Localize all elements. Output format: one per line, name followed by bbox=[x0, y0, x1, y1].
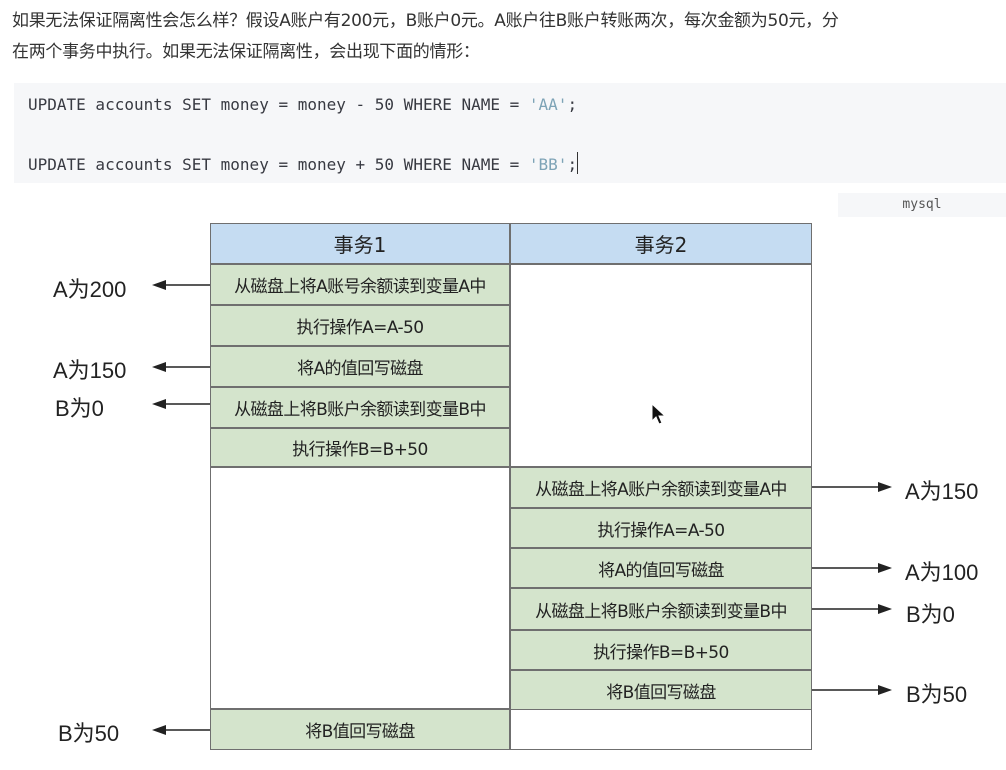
code-line-1: UPDATE accounts SET money = money - 50 W… bbox=[28, 95, 577, 114]
code-text: UPDATE accounts SET money = money - 50 W… bbox=[28, 95, 529, 114]
t1-step-compute-b: 执行操作B=B+50 bbox=[210, 428, 510, 467]
right-note-a-100: A为100 bbox=[905, 560, 979, 585]
text-cursor bbox=[577, 152, 579, 174]
code-block[interactable]: UPDATE accounts SET money = money - 50 W… bbox=[14, 83, 1006, 183]
arrow-left-icon bbox=[152, 725, 210, 735]
t2-step-compute-b: 执行操作B=B+50 bbox=[510, 630, 812, 670]
left-note-a-200: A为200 bbox=[53, 277, 127, 302]
code-line-2: UPDATE accounts SET money = money + 50 W… bbox=[28, 152, 579, 174]
left-note-b-50: B为50 bbox=[58, 721, 120, 746]
code-string: 'AA' bbox=[528, 95, 568, 114]
transaction-2-header: 事务2 bbox=[510, 223, 812, 264]
t1-step-write-a: 将A的值回写磁盘 bbox=[210, 346, 510, 387]
arrow-right-icon bbox=[812, 604, 892, 614]
arrow-right-icon bbox=[812, 685, 892, 695]
t1-step-read-a: 从磁盘上将A账号余额读到变量A中 bbox=[210, 264, 510, 305]
arrow-left-icon bbox=[152, 280, 210, 290]
left-note-a-150: A为150 bbox=[53, 358, 127, 383]
t2-step-write-a: 将A的值回写磁盘 bbox=[510, 548, 812, 588]
t1-step-compute-a: 执行操作A=A-50 bbox=[210, 305, 510, 346]
t2-idle-block bbox=[510, 264, 812, 467]
t1-step-write-b: 将B值回写磁盘 bbox=[210, 709, 510, 750]
t2-step-compute-a: 执行操作A=A-50 bbox=[510, 508, 812, 548]
code-language-label: mysql bbox=[838, 193, 1006, 217]
t1-idle-block bbox=[210, 467, 510, 709]
t2-step-read-b: 从磁盘上将B账户余额读到变量B中 bbox=[510, 588, 812, 630]
t2-empty-block bbox=[510, 709, 812, 750]
arrow-left-icon bbox=[152, 399, 210, 409]
code-string: 'BB' bbox=[528, 155, 568, 174]
left-note-b-0: B为0 bbox=[55, 396, 104, 421]
t2-step-read-a: 从磁盘上将A账户余额读到变量A中 bbox=[510, 467, 812, 508]
code-terminator: ; bbox=[567, 155, 578, 174]
transaction-1-header: 事务1 bbox=[210, 223, 510, 264]
arrow-left-icon bbox=[152, 362, 210, 372]
arrow-right-icon bbox=[812, 482, 892, 492]
paragraph-line-2: 在两个事务中执行。如果无法保证隔离性，会出现下面的情形： bbox=[12, 42, 480, 62]
article-paragraph: 如果无法保证隔离性会怎么样？假设A账户有200元，B账户0元。A账户往B账户转账… bbox=[12, 6, 1006, 68]
right-note-b-0: B为0 bbox=[906, 602, 955, 627]
arrow-right-icon bbox=[812, 563, 892, 573]
t1-step-read-b: 从磁盘上将B账户余额读到变量B中 bbox=[210, 387, 510, 428]
code-terminator: ; bbox=[567, 95, 578, 114]
right-note-b-50: B为50 bbox=[906, 682, 968, 707]
paragraph-line-1: 如果无法保证隔离性会怎么样？假设A账户有200元，B账户0元。A账户往B账户转账… bbox=[12, 11, 839, 31]
mouse-pointer-icon bbox=[651, 403, 667, 425]
right-note-a-150: A为150 bbox=[905, 479, 979, 504]
code-text: UPDATE accounts SET money = money + 50 W… bbox=[28, 155, 529, 174]
t2-step-write-b: 将B值回写磁盘 bbox=[510, 670, 812, 710]
